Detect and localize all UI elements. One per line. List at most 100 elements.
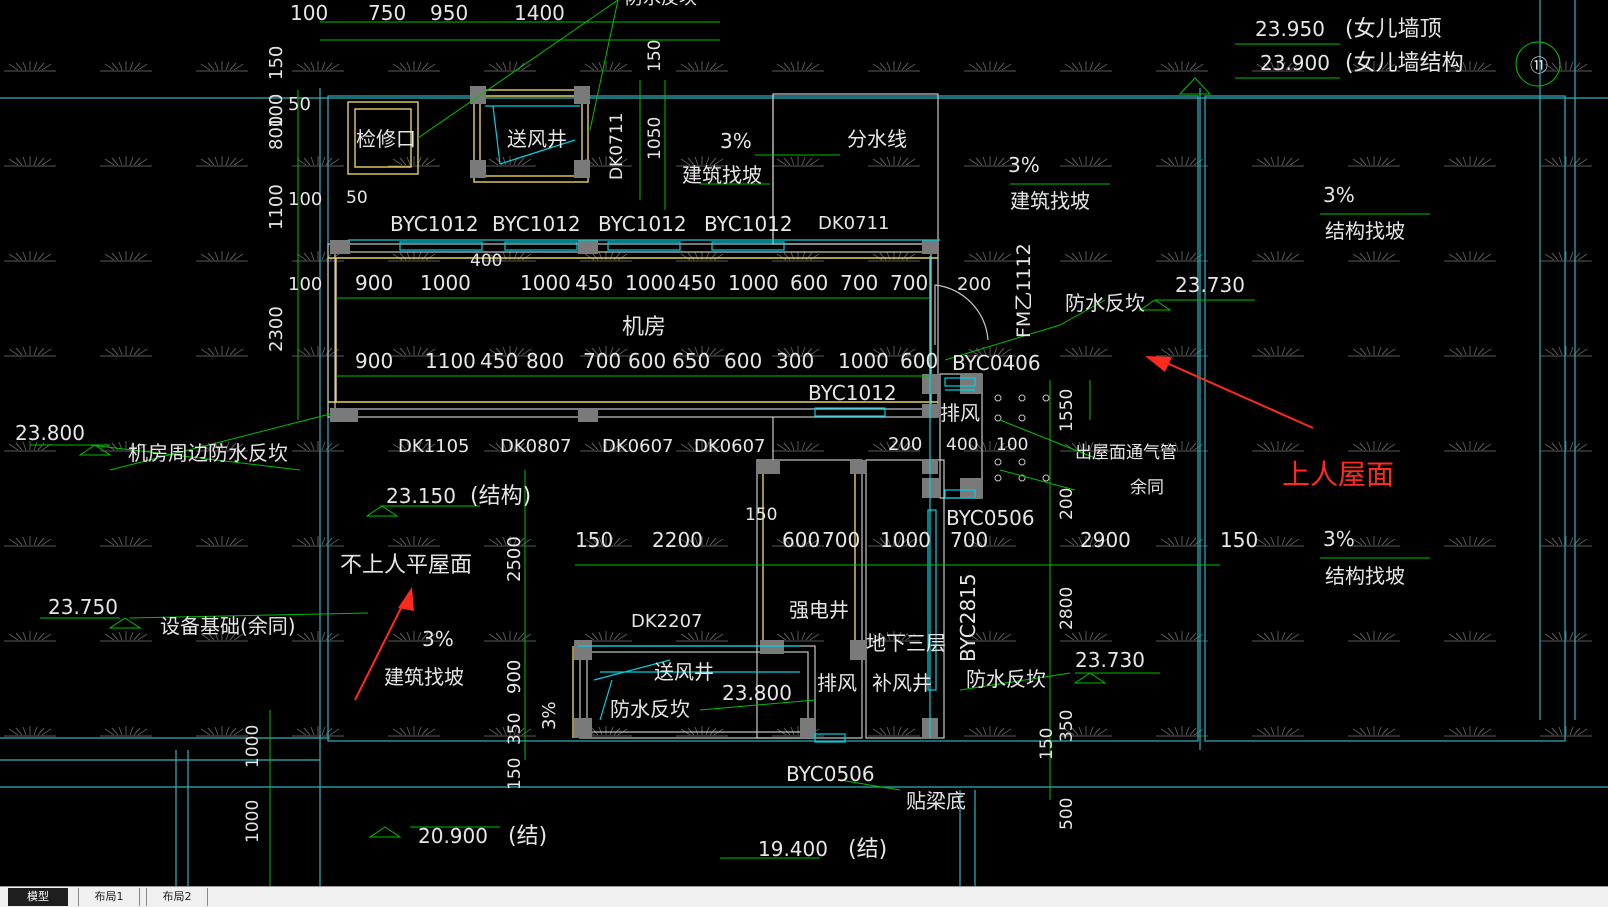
vent-pipe-symbols bbox=[994, 41, 1561, 482]
tab-model[interactable]: 模型 bbox=[8, 888, 68, 906]
elec-shaft-label: 强电井 bbox=[789, 598, 849, 622]
door-label: DK1105 bbox=[398, 436, 469, 457]
window-label-vert: BYC2815 bbox=[956, 573, 980, 662]
dim-50: 50 bbox=[346, 188, 368, 208]
left-dim: 1100 bbox=[266, 184, 287, 230]
machine-room-dim: 800 bbox=[526, 349, 564, 373]
slope-percent: 3% bbox=[720, 129, 752, 153]
left-dim: 100 bbox=[288, 274, 322, 295]
parapet-top-note: (女儿墙顶 bbox=[1345, 17, 1442, 42]
elevation: 20.900 bbox=[418, 824, 488, 848]
window-label: BYC0506 bbox=[946, 506, 1035, 530]
air-shaft-label: 送风井 bbox=[507, 127, 567, 151]
window-label: BYC1012 bbox=[492, 212, 581, 236]
mid-dim: 700 bbox=[950, 528, 988, 552]
dim-150: 150 bbox=[745, 505, 777, 525]
top-dim: 950 bbox=[430, 1, 468, 25]
machine-room-dim: 1000 bbox=[420, 271, 471, 295]
mid-dim: 600 bbox=[782, 528, 820, 552]
slope-label: 建筑找坡 bbox=[384, 665, 464, 689]
slope-percent: 3% bbox=[1323, 527, 1355, 551]
grid-bubble-label: ⑪ bbox=[1530, 56, 1548, 77]
machine-room-dim: 700 bbox=[890, 271, 928, 295]
dim-2800: 2800 bbox=[1057, 587, 1077, 630]
machine-room-waterproof: 机房周边防水反坎 bbox=[128, 441, 288, 465]
vent-pipe-label: 出屋面通气管 bbox=[1075, 443, 1177, 463]
dimension-lines bbox=[30, 0, 1430, 886]
mid-dim: 1000 bbox=[880, 528, 931, 552]
wall-column-blocks bbox=[330, 86, 982, 738]
door-label: DK0607 bbox=[694, 436, 765, 457]
dim-100: 100 bbox=[996, 435, 1028, 455]
door-label: DK2207 bbox=[631, 611, 702, 632]
parapet-struct-elev: 23.900 bbox=[1260, 51, 1330, 75]
door-swing bbox=[934, 284, 989, 345]
dk0711-vert: DK0711 bbox=[607, 112, 627, 180]
elevation: 23.800 bbox=[722, 681, 792, 705]
machine-room-dim: 450 bbox=[480, 349, 518, 373]
waterproof-label: 防水反坎 bbox=[610, 697, 690, 721]
vent-pipe-label2: 余同 bbox=[1130, 478, 1164, 498]
machine-room-dim: 650 bbox=[672, 349, 710, 373]
slope-percent-vert: 3% bbox=[539, 701, 560, 730]
machine-room-dim: 900 bbox=[355, 349, 393, 373]
slope-label: 结构找坡 bbox=[1325, 219, 1405, 243]
dim-200: 200 bbox=[957, 274, 991, 295]
top-dim: 100 bbox=[290, 1, 328, 25]
waterproof-label: 防水反坎 bbox=[1065, 291, 1145, 315]
struct-note: (结) bbox=[848, 837, 887, 862]
dim-150: 150 bbox=[1037, 728, 1057, 760]
machine-room-dim: 600 bbox=[900, 349, 938, 373]
left-dim: 50 bbox=[288, 94, 311, 115]
left-dim: 150 bbox=[266, 46, 287, 80]
machine-room-dim: 450 bbox=[575, 271, 613, 295]
machine-room-dim: 450 bbox=[678, 271, 716, 295]
slope-label: 结构找坡 bbox=[1325, 564, 1405, 588]
exhaust-label: 排风 bbox=[940, 401, 980, 425]
window-label: BYC1012 bbox=[390, 212, 479, 236]
window-label: BYC0406 bbox=[952, 351, 1041, 375]
cad-drawing-canvas[interactable]: 100 750 950 1400 防水反坎 23.950 (女儿墙顶 23.90… bbox=[0, 0, 1608, 886]
window-label: BYC1012 bbox=[808, 381, 897, 405]
slope-percent: 3% bbox=[1008, 153, 1040, 177]
mid-dim: 150 bbox=[575, 528, 613, 552]
parapet-struct-note: (女儿墙结构 bbox=[1345, 51, 1464, 76]
window-label: BYC1012 bbox=[704, 212, 793, 236]
dim-2500: 2500 bbox=[504, 536, 525, 582]
basement-label: 地下三层 bbox=[866, 631, 946, 655]
mid-dim: 2200 bbox=[652, 528, 703, 552]
cut-annotation: 防水反坎 bbox=[625, 0, 697, 9]
door-label: DK0607 bbox=[602, 436, 673, 457]
machine-room-dim: 1000 bbox=[520, 271, 571, 295]
equipment-base-label: 设备基础(余同) bbox=[160, 614, 296, 638]
dim-200: 200 bbox=[888, 434, 922, 455]
machine-room-dim: 600 bbox=[790, 271, 828, 295]
slope-percent: 3% bbox=[1323, 183, 1355, 207]
machine-room-dim: 1000 bbox=[625, 271, 676, 295]
dim-400: 400 bbox=[946, 435, 978, 455]
machine-room-dim: 300 bbox=[776, 349, 814, 373]
machine-room-dim: 1000 bbox=[838, 349, 889, 373]
machine-room-dim: 1100 bbox=[425, 349, 476, 373]
axis-lines bbox=[0, 0, 1608, 886]
struct-note: (结构) bbox=[470, 484, 531, 509]
machine-room-dim: 700 bbox=[583, 349, 621, 373]
mid-dim: 150 bbox=[1220, 528, 1258, 552]
machine-room-dim: 600 bbox=[628, 349, 666, 373]
dim-900: 900 bbox=[504, 660, 525, 694]
left-dim: 100 bbox=[288, 189, 322, 210]
dim-200: 200 bbox=[1057, 488, 1077, 520]
dim-350: 350 bbox=[505, 713, 525, 745]
red-annotations: 上人屋面 bbox=[354, 356, 1394, 701]
machine-room-dim: 1000 bbox=[728, 271, 779, 295]
dim-1550: 1550 bbox=[1057, 389, 1077, 432]
elevation: 23.750 bbox=[48, 595, 118, 619]
tab-layout-2[interactable]: 布局2 bbox=[146, 888, 208, 906]
window-label: BYC0506 bbox=[786, 762, 875, 786]
elevation: 23.800 bbox=[15, 421, 85, 445]
non-accessible-roof-label: 不上人平屋面 bbox=[340, 553, 472, 578]
machine-room-label: 机房 bbox=[622, 315, 666, 340]
mid-dim: 2900 bbox=[1080, 528, 1131, 552]
tab-layout-1[interactable]: 布局1 bbox=[78, 888, 140, 906]
